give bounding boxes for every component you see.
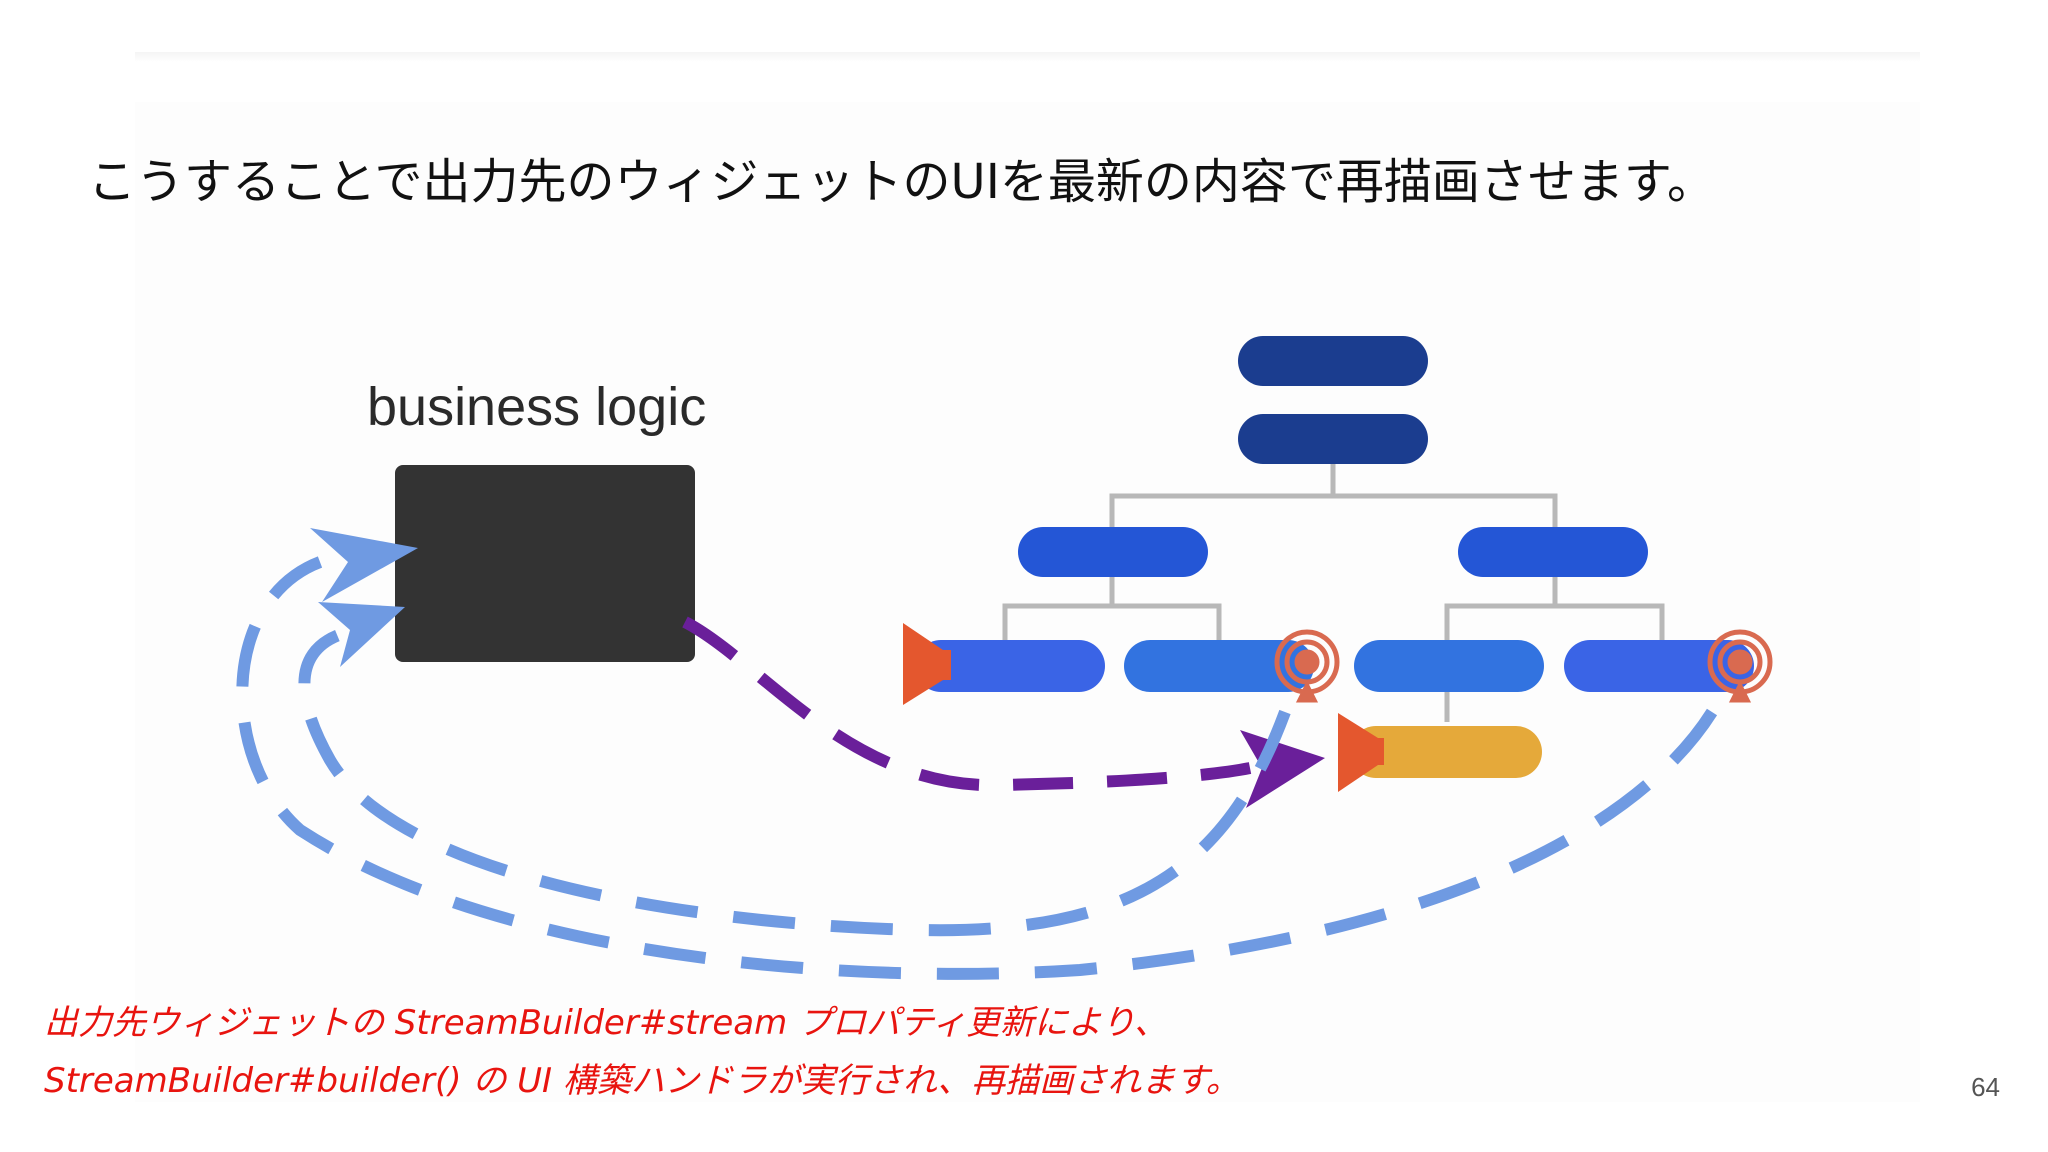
- antenna-icon: [1274, 629, 1340, 703]
- business-logic-label: business logic: [367, 377, 706, 437]
- tree-connectors: [1002, 462, 1665, 722]
- blue-arrowhead-upper: [310, 528, 418, 602]
- caption-line-2: StreamBuilder#builder() の UI 構築ハンドラが実行され…: [44, 1061, 1240, 1101]
- blue-dashed-arrow-outer: [236, 556, 1718, 980]
- leaf-node-2: [1124, 640, 1314, 692]
- sink-icon: [1338, 713, 1384, 792]
- leaf-node-4: [1564, 640, 1754, 692]
- caption-line-1: 出力先ウィジェットの StreamBuilder#stream プロパティ更新に…: [44, 1003, 1168, 1043]
- blue-dashed-arrow-inner: [298, 622, 1291, 937]
- target-widget-node: [1350, 726, 1542, 778]
- root-node-bottom: [1238, 414, 1428, 464]
- leaf-node-3: [1354, 640, 1544, 692]
- purple-dashed-arrow: [682, 616, 1252, 792]
- business-logic-box: [395, 465, 695, 662]
- mid-node-right: [1458, 527, 1648, 577]
- leaf-node-1: [915, 640, 1105, 692]
- blue-arrowhead-lower: [318, 602, 405, 667]
- mid-node-left: [1018, 527, 1208, 577]
- purple-arrowhead: [1240, 730, 1325, 808]
- root-node-top: [1238, 336, 1428, 386]
- sink-icon: [903, 623, 951, 705]
- header-divider: [135, 52, 1920, 62]
- slide-title: こうすることで出力先のウィジェットのUIを最新の内容で再描画させます。: [88, 154, 1716, 210]
- antenna-icon: [1707, 629, 1773, 703]
- page-number: 64: [1971, 1072, 2000, 1102]
